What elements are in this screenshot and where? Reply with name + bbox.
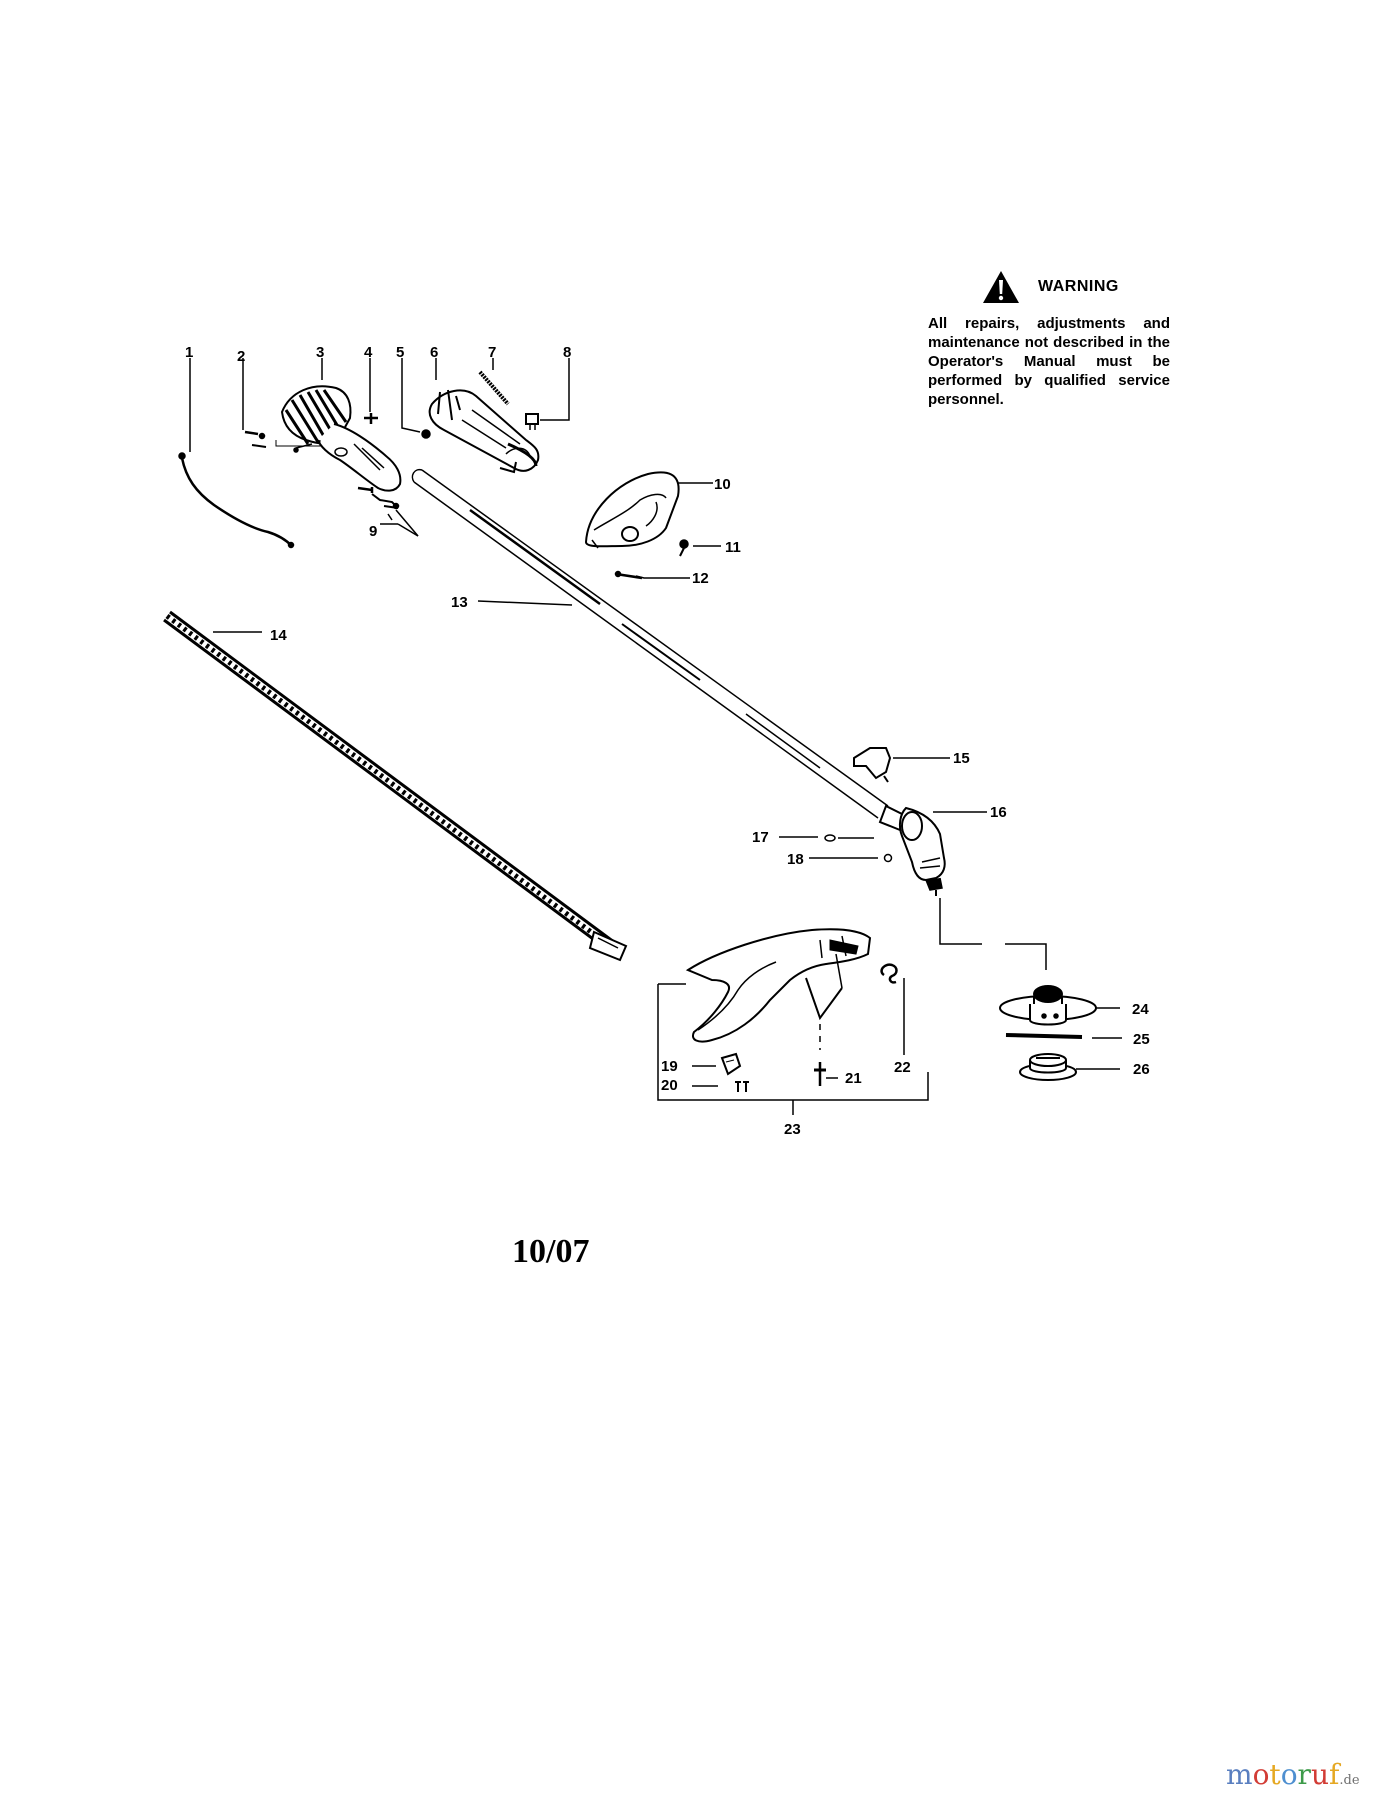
part-label: 21 — [845, 1070, 862, 1087]
watermark-letter: f — [1328, 1758, 1340, 1791]
warning-box: WARNING All repairs, adjustments and mai… — [928, 270, 1170, 409]
trigger-handle — [428, 358, 540, 474]
part-label: 6 — [430, 344, 438, 361]
part-9-screws — [357, 486, 419, 537]
part-label: 14 — [270, 627, 287, 644]
part-21-bolt — [814, 1024, 838, 1086]
part-18-washer — [809, 853, 893, 863]
part-12-bolt — [614, 570, 690, 580]
part-23-bracket — [657, 983, 929, 1115]
warning-title: WARNING — [1038, 278, 1119, 295]
part-label: 22 — [894, 1059, 911, 1076]
part-label: 3 — [316, 344, 324, 361]
part-label: 1 — [185, 344, 193, 361]
part-label: 5 — [396, 344, 404, 361]
part-label: 25 — [1133, 1031, 1150, 1048]
warning-triangle-icon — [983, 271, 1019, 303]
part-label: 15 — [953, 750, 970, 767]
trimmer-line — [1005, 1033, 1122, 1039]
part-label: 20 — [661, 1077, 678, 1094]
watermark-letter: o — [1252, 1758, 1270, 1791]
part-label: 19 — [661, 1058, 678, 1075]
part-22-clip — [880, 963, 905, 1055]
part-2-pin — [242, 358, 267, 448]
warning-text: All repairs, adjustments and maintenance… — [928, 315, 1170, 408]
part-label: 13 — [451, 594, 468, 611]
part-label: 8 — [563, 344, 571, 361]
trimmer-head-connector — [939, 898, 1047, 970]
part-label: 7 — [488, 344, 496, 361]
part-number-labels: 1 2 3 4 5 6 7 8 9 10 11 12 13 14 15 16 1… — [185, 344, 1150, 1138]
part-label: 23 — [784, 1121, 801, 1138]
part-label: 4 — [364, 344, 373, 361]
part-label: 24 — [1132, 1001, 1149, 1018]
handle-housing — [275, 358, 402, 492]
watermark-letter: u — [1310, 1758, 1329, 1791]
part-label: 9 — [369, 523, 377, 540]
part-20-screws — [692, 1081, 749, 1092]
part-label: 12 — [692, 570, 709, 587]
part-17-nut — [779, 834, 874, 842]
rear-handle — [584, 471, 713, 549]
part-4-screw — [364, 358, 378, 424]
part-15-clamp — [853, 747, 950, 783]
part-label: 17 — [752, 829, 769, 846]
part-8-switch — [525, 358, 570, 430]
trimmer-shield — [685, 928, 872, 1043]
watermark-letter: m — [1226, 1758, 1253, 1791]
watermark-logo: motoruf.de — [1226, 1758, 1360, 1791]
drive-shaft-tube — [411, 468, 889, 819]
watermark-letter: o — [1280, 1758, 1298, 1791]
watermark-suffix: .de — [1339, 1773, 1360, 1788]
watermark-letter: t — [1269, 1758, 1281, 1791]
part-label: 18 — [787, 851, 804, 868]
part-19-line-cutter — [692, 1052, 742, 1076]
part-label: 11 — [725, 539, 741, 556]
watermark-letter: r — [1297, 1758, 1311, 1791]
flex-drive-shaft — [163, 610, 628, 962]
part-label: 26 — [1133, 1061, 1150, 1078]
part-label: 16 — [990, 804, 1007, 821]
part-label: 10 — [714, 476, 731, 493]
trimmer-head-drum — [999, 985, 1120, 1026]
date-stamp: 10/07 — [512, 1233, 590, 1270]
part-5-nut — [401, 358, 431, 439]
watermark-letters: motoruf — [1226, 1758, 1339, 1791]
warning-header: WARNING — [982, 270, 1170, 304]
part-7-spring — [478, 358, 510, 406]
part-11-screw — [679, 539, 721, 557]
throttle-cable — [178, 358, 295, 549]
trimmer-spool — [1019, 1053, 1120, 1081]
gear-head — [878, 804, 987, 896]
part-label: 2 — [237, 348, 245, 365]
